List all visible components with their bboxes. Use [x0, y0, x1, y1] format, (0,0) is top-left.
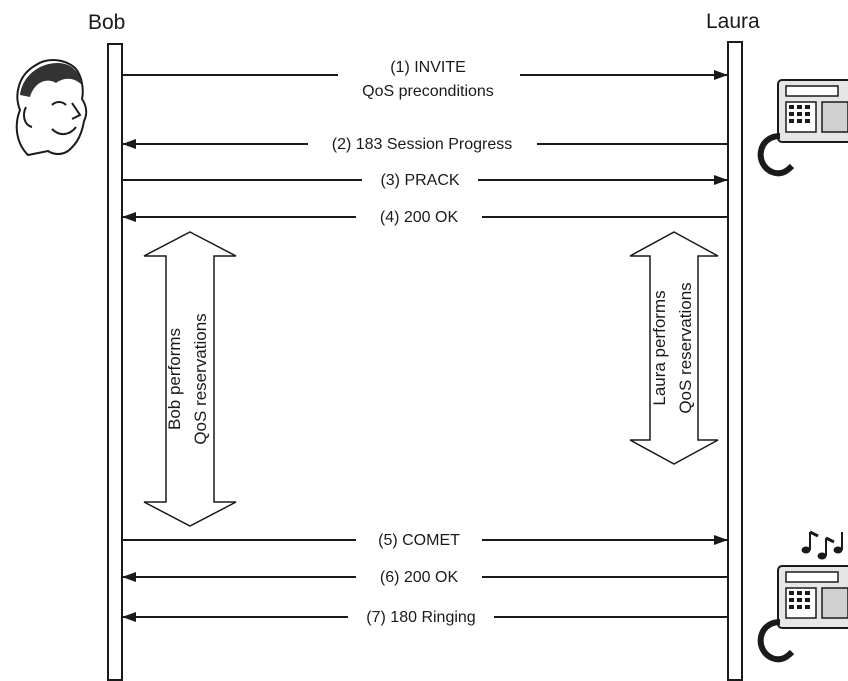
- bob-reservation-label: Bob performs: [165, 328, 184, 430]
- telephone-ringing-icon: [761, 566, 848, 659]
- participant-laura-name: Laura: [706, 10, 760, 33]
- message-200-ok: (4) 200 OK: [123, 209, 727, 226]
- message-180-ringing: (7) 180 Ringing: [123, 609, 727, 626]
- message-prack: (3) PRACK: [123, 172, 727, 189]
- message-label: (6) 200 OK: [380, 569, 459, 586]
- message-label: (3) PRACK: [380, 172, 459, 189]
- message-label: (7) 180 Ringing: [366, 609, 475, 626]
- message-label: (5) COMET: [378, 532, 460, 549]
- message-200-ok-2: (6) 200 OK: [123, 569, 727, 586]
- person-face-icon: [17, 60, 86, 155]
- message-comet: (5) COMET: [123, 532, 727, 549]
- message-label: QoS preconditions: [362, 83, 494, 100]
- telephone-icon: [761, 80, 848, 173]
- bob-lifeline: [108, 44, 122, 680]
- bob-reservation-arrow: Bob performs QoS reservations: [144, 232, 236, 526]
- message-label: (4) 200 OK: [380, 209, 459, 226]
- bob-reservation-label: QoS reservations: [191, 313, 210, 444]
- laura-reservation-arrow: Laura performs QoS reservations: [630, 232, 718, 464]
- message-183-session-progress: (2) 183 Session Progress: [123, 136, 727, 153]
- laura-reservation-label: QoS reservations: [676, 282, 695, 413]
- message-invite: (1) INVITE QoS preconditions: [123, 59, 727, 100]
- laura-reservation-label: Laura performs: [650, 290, 669, 405]
- participant-bob-name: Bob: [88, 11, 125, 34]
- laura-lifeline: [728, 42, 742, 680]
- music-notes-icon: [802, 532, 842, 559]
- message-label: (1) INVITE: [390, 59, 466, 76]
- message-label: (2) 183 Session Progress: [332, 136, 513, 153]
